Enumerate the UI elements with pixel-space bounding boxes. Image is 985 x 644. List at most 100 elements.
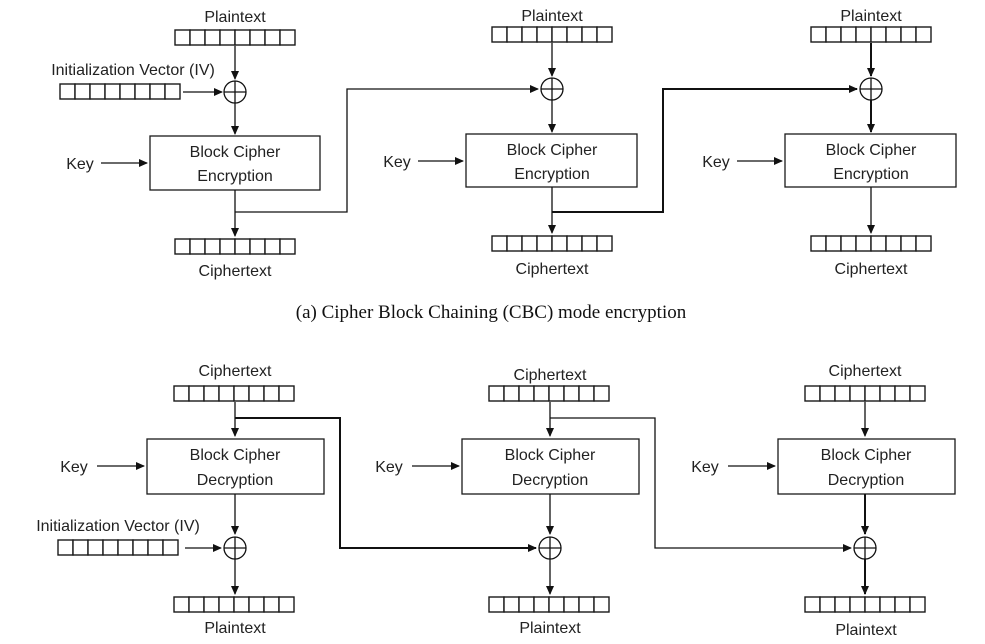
enc-chain-wire-2 [552, 85, 858, 213]
dec-iv-register [57, 539, 179, 556]
register-cell [164, 83, 181, 100]
dec-ciphertext-label-3: Ciphertext [829, 363, 902, 380]
register-cell [578, 385, 595, 402]
register-cell [233, 596, 250, 613]
register-cell [819, 596, 836, 613]
register-cell [104, 83, 121, 100]
register-cell [864, 596, 881, 613]
dec-plaintext-register-2 [488, 596, 610, 613]
register-cell [188, 385, 205, 402]
register-cell [885, 235, 902, 252]
register-cell [593, 385, 610, 402]
register-cell [279, 29, 296, 46]
register-cell [117, 539, 134, 556]
dec-plaintext-label-2: Plaintext [519, 620, 581, 637]
enc-plaintext-label-2: Plaintext [521, 8, 583, 25]
register-cell [218, 385, 235, 402]
dec-ciphertext-register-2 [488, 385, 610, 402]
register-cell [536, 235, 553, 252]
register-cell [825, 235, 842, 252]
register-cell [72, 539, 89, 556]
register-cell [203, 385, 220, 402]
enc-box-line1-2: Block Cipher [507, 142, 598, 159]
register-cell [264, 29, 281, 46]
register-cell [87, 539, 104, 556]
register-cell [59, 83, 76, 100]
register-cell [521, 26, 538, 43]
dec-box-line2-1: Decryption [197, 472, 273, 489]
register-cell [491, 26, 508, 43]
dec-ciphertext-register-1 [173, 385, 295, 402]
register-cell [810, 235, 827, 252]
register-cell [234, 29, 251, 46]
register-cell [132, 539, 149, 556]
register-cell [894, 385, 911, 402]
dec-block-cipher-box-2 [461, 438, 640, 495]
register-cell [278, 596, 295, 613]
dec-block-cipher-box-1 [146, 438, 325, 495]
dec-xor-1 [223, 536, 247, 560]
register-cell [566, 235, 583, 252]
dec-box-line1-2: Block Cipher [505, 447, 596, 464]
register-cell [162, 539, 179, 556]
enc-ciphertext-label-1: Ciphertext [199, 263, 272, 280]
enc-stage-1: Plaintext Initialization Vector (IV) Key… [51, 9, 539, 280]
enc-key-label-2: Key [383, 154, 411, 171]
register-cell [581, 235, 598, 252]
enc-xor-1 [223, 80, 247, 104]
register-cell [119, 83, 136, 100]
register-cell [900, 235, 917, 252]
register-cell [840, 235, 857, 252]
register-cell [834, 596, 851, 613]
register-cell [804, 385, 821, 402]
dec-xor-3 [853, 536, 877, 560]
register-cell [834, 385, 851, 402]
register-cell [219, 238, 236, 255]
register-cell [278, 385, 295, 402]
register-cell [503, 596, 520, 613]
enc-iv-label: Initialization Vector (IV) [51, 62, 215, 79]
enc-stage-3: Plaintext Key Block Cipher Encryption Ci… [702, 8, 957, 278]
register-cell [581, 26, 598, 43]
register-cell [234, 238, 251, 255]
enc-iv-register [59, 83, 181, 100]
register-cell [233, 385, 250, 402]
decryption-section: Ciphertext Key Block Cipher Decryption I… [36, 363, 956, 639]
register-cell [879, 385, 896, 402]
register-cell [74, 83, 91, 100]
register-cell [533, 385, 550, 402]
encryption-caption: (a) Cipher Block Chaining (CBC) mode enc… [296, 302, 687, 323]
register-cell [264, 238, 281, 255]
register-cell [506, 26, 523, 43]
enc-ciphertext-label-2: Ciphertext [516, 261, 589, 278]
register-cell [810, 26, 827, 43]
dec-ciphertext-label-2: Ciphertext [514, 367, 587, 384]
dec-key-label-3: Key [691, 459, 719, 476]
register-cell [174, 29, 191, 46]
register-cell [548, 596, 565, 613]
enc-box-line2-2: Encryption [514, 166, 590, 183]
enc-ciphertext-register-3 [810, 235, 932, 252]
register-cell [147, 539, 164, 556]
enc-xor-3 [859, 77, 883, 101]
enc-box-line1-3: Block Cipher [826, 142, 917, 159]
dec-chain-wire-2 [550, 417, 852, 552]
register-cell [249, 29, 266, 46]
register-cell [548, 385, 565, 402]
dec-box-line2-2: Decryption [512, 472, 588, 489]
enc-block-cipher-box-3 [784, 133, 957, 188]
register-cell [173, 385, 190, 402]
enc-block-cipher-box-1 [149, 135, 321, 191]
enc-plaintext-register-2 [491, 26, 613, 43]
register-cell [864, 385, 881, 402]
register-cell [134, 83, 151, 100]
register-cell [518, 385, 535, 402]
enc-box-line1-1: Block Cipher [190, 144, 281, 161]
register-cell [870, 26, 887, 43]
register-cell [819, 385, 836, 402]
register-cell [593, 596, 610, 613]
enc-xor-2 [540, 77, 564, 101]
dec-plaintext-register-3 [804, 596, 926, 613]
register-cell [248, 596, 265, 613]
